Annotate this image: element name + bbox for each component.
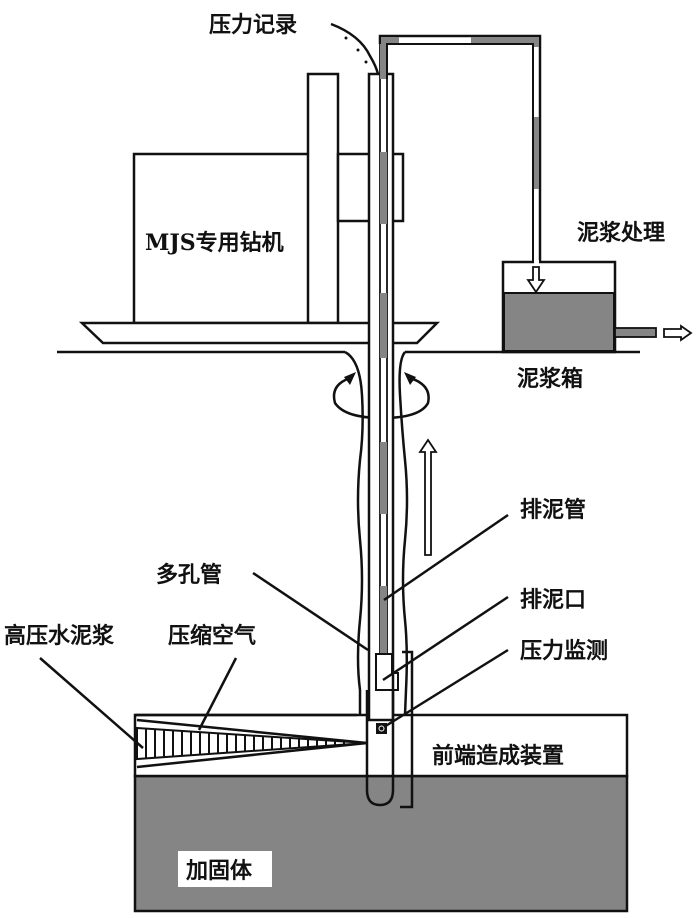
reinforced-body-label-bg [178, 851, 272, 887]
flow-up-arrow-icon [418, 438, 438, 556]
discharge-port-label: 排泥口 [520, 587, 586, 613]
compressed-air-label: 压缩空气 [168, 623, 256, 649]
reinforced-body-block [133, 774, 629, 913]
slurry-tank-fill [503, 292, 615, 352]
mjs-rig-body [132, 152, 311, 325]
air-jet-upper [136, 718, 368, 745]
discharge-pipe-seg-2 [380, 152, 387, 224]
leader-discharge-port [382, 595, 509, 682]
drill-pipe-bottom [365, 690, 395, 807]
return-pipe-top-gray-1 [381, 37, 399, 43]
wire-bead-3 [364, 60, 368, 64]
outflow-arrow-icon [663, 324, 693, 342]
wire-bead-1 [344, 36, 348, 40]
discharge-port-step [375, 653, 399, 691]
slurry-outlet-pipe [614, 327, 657, 338]
return-pipe-corner-gray [534, 37, 539, 47]
slurry-treatment-label: 泥浆处理 [577, 220, 665, 246]
borehole-wall-left [344, 350, 364, 715]
air-jet-lower [136, 741, 368, 769]
return-pipe-right-gray [534, 117, 539, 189]
mjs-rig-label: MJS专用钻机 [145, 230, 284, 256]
grout-jet-hatching [145, 728, 345, 759]
front-device-bracket [400, 650, 414, 809]
pressure-record-label: 压力记录 [209, 12, 297, 38]
slurry-tank-inlet-gap [534, 260, 539, 264]
flow-down-arrow-icon [526, 266, 546, 294]
rig-mast [306, 72, 340, 325]
rotation-arrow-right-icon [404, 372, 416, 385]
front-device-label: 前端造成装置 [432, 743, 564, 769]
discharge-pipe-seg-5 [380, 586, 387, 654]
leader-pressure-monitor [383, 648, 509, 729]
multi-hole-pipe-label: 多孔管 [156, 562, 222, 588]
leader-multi-hole-pipe [252, 571, 369, 652]
slurry-tank-label: 泥浆箱 [517, 366, 583, 392]
leader-discharge-pipe [383, 513, 509, 602]
return-pipe-top-gray-2 [471, 37, 539, 43]
leader-compressed-air [197, 657, 238, 731]
return-pipe-inner [386, 43, 534, 262]
rotation-arrow-left-icon [344, 372, 356, 385]
pressure-sensor-dot [378, 725, 385, 732]
discharge-pipe-label: 排泥管 [520, 497, 586, 523]
rig-base-platform [78, 321, 441, 345]
discharge-pipe-seg-3 [380, 293, 387, 358]
return-pipe-outer [378, 34, 542, 262]
pressure-record-wire [330, 22, 380, 75]
wire-bead-2 [356, 48, 360, 52]
return-pipe-left-gray [381, 37, 386, 79]
high-pressure-grout-label: 高压水泥浆 [4, 623, 115, 649]
reinforced-body-label: 加固体 [185, 858, 253, 884]
discharge-pipe-seg-4 [380, 442, 387, 514]
pressure-sensor-icon [376, 723, 387, 734]
borehole-wall-right [398, 351, 409, 716]
pressure-monitor-label: 压力监测 [520, 638, 608, 664]
leader-high-pressure-grout [39, 657, 144, 749]
